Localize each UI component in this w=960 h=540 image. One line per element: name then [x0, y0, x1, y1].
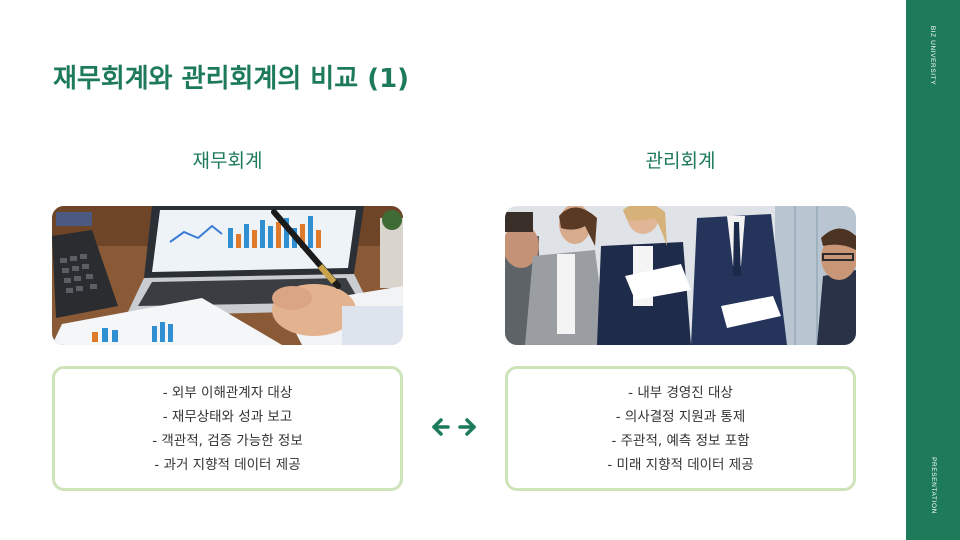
business-meeting-photo — [505, 206, 856, 345]
financial-accounting-item: - 외부 이해관계자 대상 — [162, 384, 293, 401]
sidebar-top-label: BIZ UNIVERSITY — [906, 5, 960, 105]
sidebar-bottom-text: PRESENTATION — [929, 456, 937, 514]
financial-accounting-item: - 재무상태와 성과 보고 — [162, 408, 293, 425]
management-accounting-heading: 관리회계 — [645, 150, 716, 172]
financial-accounting-item: - 객관적, 검증 가능한 정보 — [152, 432, 303, 449]
financial-accounting-item: - 과거 지향적 데이터 제공 — [154, 456, 301, 473]
sidebar-top-text: BIZ UNIVERSITY — [929, 25, 937, 85]
management-accounting-card: - 내부 경영진 대상 - 의사결정 지원과 통제 - 주관적, 예측 정보 포… — [505, 366, 856, 491]
left-right-arrow-icon — [429, 414, 479, 440]
management-accounting-item: - 미래 지향적 데이터 제공 — [607, 456, 754, 473]
management-accounting-item: - 의사결정 지원과 통제 — [615, 408, 746, 425]
financial-charts-photo — [52, 206, 403, 345]
management-accounting-item: - 내부 경영진 대상 — [628, 384, 733, 401]
sidebar: BIZ UNIVERSITY PRESENTATION — [906, 0, 960, 540]
management-accounting-item: - 주관적, 예측 정보 포함 — [611, 432, 750, 449]
sidebar-bottom-label: PRESENTATION — [906, 435, 960, 535]
financial-accounting-card: - 외부 이해관계자 대상 - 재무상태와 성과 보고 - 객관적, 검증 가능… — [52, 366, 403, 491]
financial-accounting-heading: 재무회계 — [192, 150, 263, 172]
page-title: 재무회계와 관리회계의 비교 (1) — [53, 64, 410, 94]
